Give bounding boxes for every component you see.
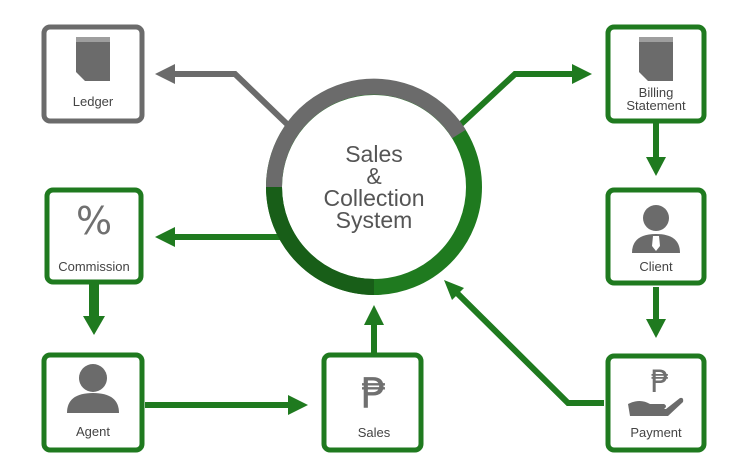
node-client-label: Client	[639, 259, 673, 274]
connector-center-to-billing	[457, 64, 592, 128]
node-sales: ₱ Sales	[321, 352, 424, 453]
peso-icon: ₱	[361, 369, 388, 418]
connector-center-to-ledger	[155, 64, 291, 128]
node-billing-label-line1: Billing	[639, 85, 674, 100]
node-payment: ₱ Payment	[605, 353, 707, 453]
connector-billing-to-client	[646, 123, 666, 176]
node-billing-label-line2: Statement	[626, 98, 686, 113]
connector-sales-to-center	[364, 305, 384, 355]
center-title-line3: Collection	[324, 185, 425, 211]
percent-icon: %	[76, 199, 112, 243]
node-ledger-label: Ledger	[73, 94, 114, 109]
connector-payment-to-center	[444, 280, 604, 406]
connector-center-to-commission	[155, 227, 280, 247]
node-sales-label: Sales	[358, 425, 391, 440]
node-billing-statement: Billing Statement	[605, 24, 707, 124]
center-title-line1: Sales	[345, 141, 403, 167]
connector-client-to-payment	[646, 287, 666, 338]
peso-hand-icon: ₱	[628, 365, 684, 416]
node-agent: Agent	[41, 352, 145, 453]
node-client: Client	[605, 187, 707, 286]
connector-agent-to-sales	[145, 395, 308, 415]
user-tie-icon	[632, 205, 680, 253]
book-icon	[639, 37, 673, 81]
center-title-line2: &	[366, 163, 381, 189]
node-commission: % Commission	[44, 187, 144, 285]
node-payment-label: Payment	[630, 425, 682, 440]
user-icon	[67, 364, 119, 413]
book-icon	[76, 37, 110, 81]
payment-peso-symbol: ₱	[650, 365, 669, 400]
node-commission-label: Commission	[58, 259, 130, 274]
connector-commission-to-agent	[83, 284, 105, 335]
center-hub: Sales & Collection System	[265, 78, 482, 295]
center-title-line4: System	[336, 207, 413, 233]
node-agent-label: Agent	[76, 424, 110, 439]
node-ledger: Ledger	[41, 24, 145, 124]
